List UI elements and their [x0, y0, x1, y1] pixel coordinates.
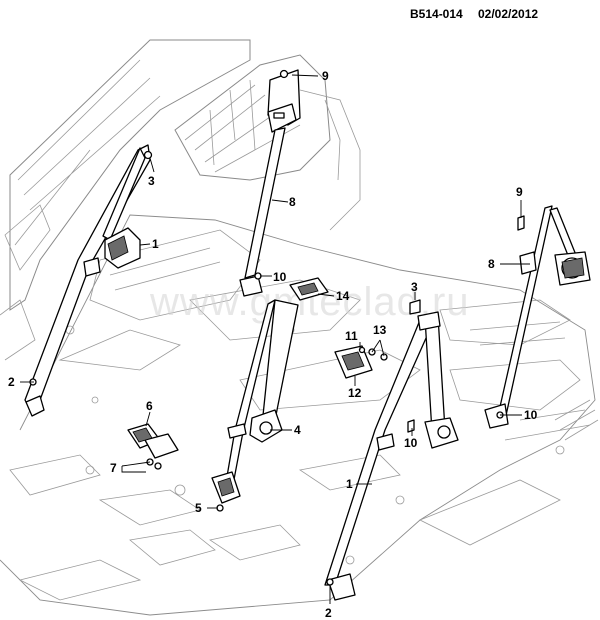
callout-14: 14 [336, 289, 350, 303]
bolt-3-center [409, 299, 421, 315]
callout-10-center: 10 [273, 270, 287, 284]
buckle-6 [127, 423, 179, 470]
callout-1-left: 1 [152, 237, 159, 251]
callout-3-left: 3 [148, 174, 155, 188]
center-lower-belt [211, 299, 299, 512]
diagram-date: 02/02/2012 [478, 7, 538, 21]
callout-9-upper: 9 [322, 69, 329, 83]
callout-7: 7 [110, 461, 117, 475]
callout-8-center: 8 [289, 195, 296, 209]
callout-1-center: 1 [346, 477, 353, 491]
callout-10-lower: 10 [404, 436, 418, 450]
callout-10-right: 10 [524, 408, 538, 422]
left-seat-belt [24, 144, 153, 417]
leader-lines [20, 74, 530, 604]
right-center-belt [324, 311, 459, 601]
callout-2-center: 2 [325, 606, 332, 620]
callout-11: 11 [345, 329, 358, 343]
vehicle-body [0, 39, 599, 616]
callout-6: 6 [146, 399, 153, 413]
callout-2-left: 2 [8, 375, 15, 389]
right-side-belt [484, 205, 591, 429]
callout-8-right: 8 [488, 257, 495, 271]
callout-3-center: 3 [411, 280, 418, 294]
callout-9-right: 9 [516, 185, 523, 199]
callout-13: 13 [373, 323, 387, 337]
callout-5: 5 [195, 501, 202, 515]
diagram-code: B514-014 [410, 7, 463, 21]
callout-4: 4 [294, 423, 301, 437]
callout-12: 12 [348, 386, 362, 400]
bracket-12 [334, 345, 388, 379]
callout-labels: 9 3 1 8 10 14 2 9 8 3 11 13 12 6 7 4 10 … [8, 69, 538, 620]
center-upper-belt [239, 69, 301, 297]
